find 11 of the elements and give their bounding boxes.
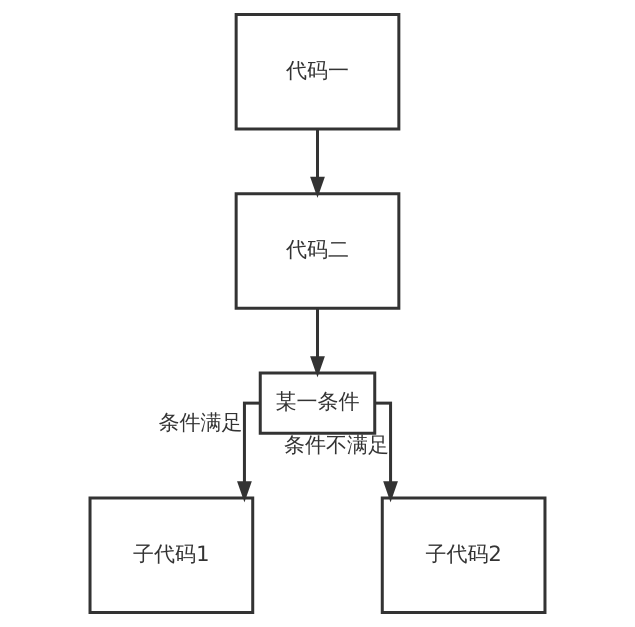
node-box: 代码一 (234, 12, 400, 130)
arrow (237, 402, 260, 502)
arrow (310, 308, 325, 378)
arrow (310, 129, 325, 198)
node-box: 某一条件 (258, 372, 376, 435)
node-box: 代码二 (234, 192, 400, 310)
node-box: 子代码1 (88, 496, 254, 614)
edge-label: 条件不满足 (284, 432, 389, 458)
node-box: 子代码2 (380, 496, 546, 614)
arrow (375, 402, 398, 502)
edge-label: 条件满足 (158, 409, 243, 434)
